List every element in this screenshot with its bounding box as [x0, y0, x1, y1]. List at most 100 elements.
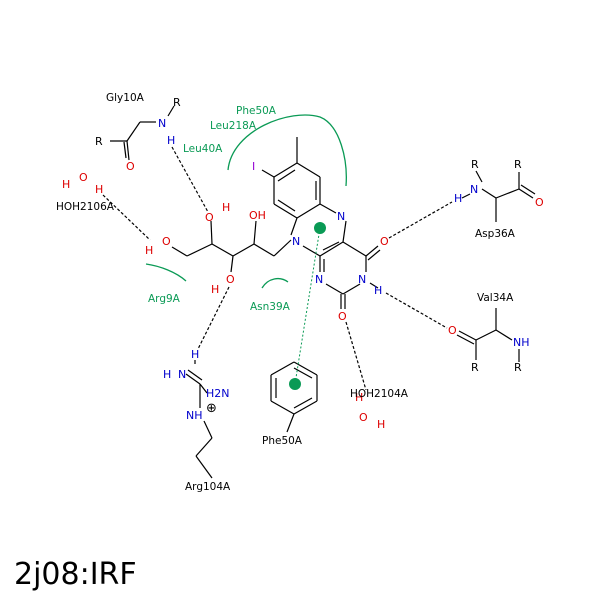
bond: [520, 184, 536, 195]
atom-n5: N: [337, 210, 345, 223]
bond: [185, 373, 201, 385]
bond: [342, 220, 347, 243]
atom-val34-o: O: [448, 324, 457, 337]
hbond-arg104: [197, 286, 230, 350]
label-val34a: Val34A: [477, 292, 514, 304]
atom-arg104-n: N: [178, 368, 186, 381]
atom-h-3: H: [222, 201, 230, 214]
atom-gly10-h: H: [167, 134, 175, 147]
bond: [495, 188, 520, 199]
bond: [293, 367, 313, 379]
atom-arg104-h: H: [191, 348, 199, 361]
atom-h3: H: [374, 284, 382, 297]
bond: [253, 243, 275, 257]
bond: [461, 193, 471, 199]
bond: [253, 220, 257, 245]
ligand-structure: [171, 137, 381, 309]
atom-ho-4: H: [211, 283, 219, 296]
bond: [475, 329, 497, 341]
bond: [475, 170, 483, 183]
bond: [319, 203, 337, 214]
bond: [325, 283, 344, 295]
atom-arg104-h2n: H2N: [206, 387, 230, 400]
bond: [211, 243, 234, 257]
atom-arg104-charge: ⊕: [206, 401, 217, 416]
bond: [273, 239, 292, 257]
bond: [495, 329, 513, 341]
hbond-leu40: [171, 146, 209, 213]
atom-hoh2106-o: O: [79, 171, 88, 184]
atom-iodine: I: [252, 160, 255, 173]
atom-hoh2106-h2: H: [95, 183, 103, 196]
bond: [296, 162, 321, 178]
bond: [187, 369, 203, 381]
hydrophobic-contacts: [145, 114, 347, 289]
label-arg104a: Arg104A: [185, 481, 231, 493]
pi-centroid-phe50: [289, 378, 301, 390]
atom-o-4: O: [226, 273, 235, 286]
hydrophobic-arc-asn39: [261, 277, 289, 289]
atom-gly10-o: O: [126, 160, 135, 173]
hbond-val34: [385, 292, 448, 329]
diagram-title: 2j08:IRF: [14, 557, 137, 592]
bond: [277, 169, 296, 182]
atom-arg104-h-left: H: [163, 368, 171, 381]
bond: [296, 203, 321, 219]
bond: [302, 245, 321, 257]
bond: [270, 361, 295, 376]
pi-stacking: [289, 222, 326, 390]
label-arg9a: Arg9A: [148, 293, 181, 305]
atom-asp36-n: N: [470, 183, 478, 196]
bond: [270, 400, 295, 415]
atom-hoh2104-o: O: [359, 411, 368, 424]
label-phe50a-top: Phe50A: [236, 105, 277, 117]
hbond-hoh2104: [345, 321, 367, 391]
atom-arg104-nh: NH: [186, 409, 203, 422]
residue-structures: [110, 105, 536, 479]
bond: [481, 188, 497, 199]
atom-o4: O: [380, 235, 389, 248]
bond: [342, 241, 367, 257]
bond: [458, 330, 477, 341]
bond: [518, 188, 534, 199]
hbond-hoh2106: [102, 194, 151, 241]
bond: [286, 413, 295, 433]
atom-o-3: O: [205, 211, 214, 224]
label-leu40a: Leu40A: [183, 143, 223, 155]
bond: [342, 283, 361, 295]
bond: [322, 241, 340, 251]
atom-asp36-r2: R: [514, 158, 522, 171]
pi-stack-line: [294, 227, 321, 385]
atom-h-5: H: [145, 244, 153, 257]
atom-hoh2106-h1: H: [62, 178, 70, 191]
atom-asp36-o: O: [535, 196, 544, 209]
bond: [199, 383, 208, 394]
label-asn39a: Asn39A: [250, 301, 291, 313]
bond: [126, 140, 130, 161]
atom-val34-r1: R: [471, 361, 479, 374]
label-gly10a: Gly10A: [106, 92, 145, 104]
bond: [319, 241, 344, 257]
bond: [290, 217, 298, 236]
atom-n3: N: [358, 273, 366, 286]
bond: [123, 141, 127, 159]
bond: [232, 243, 255, 257]
bond: [273, 162, 298, 178]
bond: [186, 243, 213, 257]
bond: [365, 245, 379, 257]
bond: [456, 334, 475, 345]
bond: [210, 220, 213, 245]
atom-gly10-r2: R: [95, 135, 103, 148]
bond: [293, 397, 313, 409]
bond: [369, 282, 379, 289]
atom-o2: O: [338, 310, 347, 323]
label-hoh2106a: HOH2106A: [56, 201, 115, 213]
bond: [273, 203, 298, 219]
bond: [367, 249, 381, 261]
atom-o-5: O: [162, 235, 171, 248]
bond: [293, 400, 318, 415]
bond: [261, 169, 275, 178]
atom-hoh2104-h1: H: [355, 391, 363, 404]
bond: [293, 361, 318, 376]
